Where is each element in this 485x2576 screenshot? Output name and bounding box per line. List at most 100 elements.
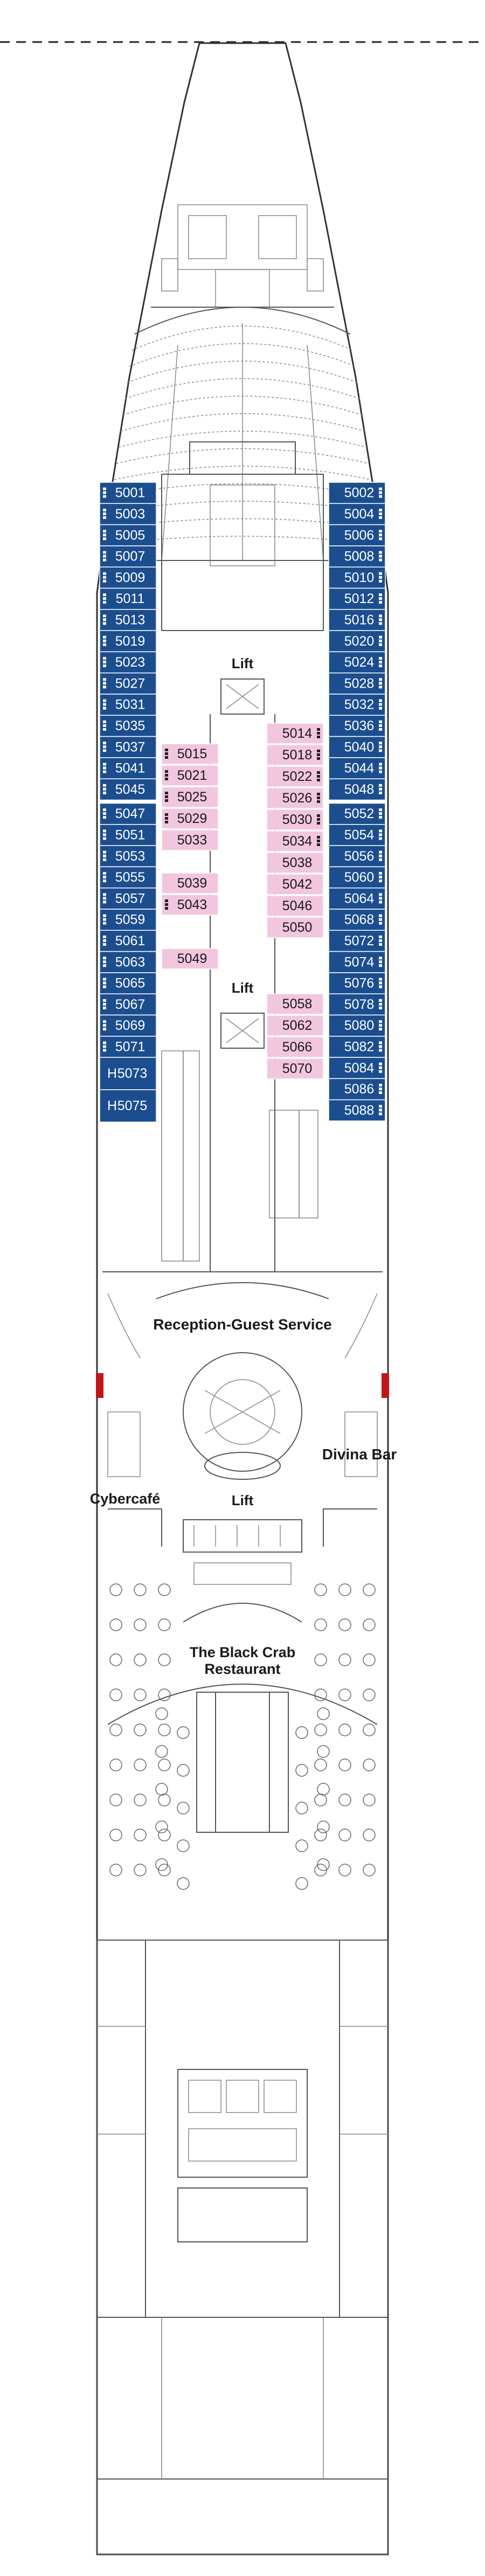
cabin-5014[interactable]: 5014 [266,723,324,744]
cabin-5084[interactable]: 5084 [328,1057,386,1079]
bed-icon [379,516,382,519]
cabin-5011[interactable]: 5011 [99,587,157,610]
cabin-5016[interactable]: 5016 [328,609,386,631]
cabin-5009[interactable]: 5009 [99,566,157,589]
cabin-5043[interactable]: 5043 [161,894,219,916]
cabin-5036[interactable]: 5036 [328,715,386,737]
cabin-5044[interactable]: 5044 [328,757,386,779]
cabin-box [99,694,157,716]
restaurant-table [295,1877,308,1890]
cabin-box [99,503,157,525]
cabin-box [99,524,157,546]
cabin-5069[interactable]: 5069 [99,1014,157,1037]
cabin-5015[interactable]: 5015 [161,743,219,765]
cabin-5086[interactable]: 5086 [328,1078,386,1100]
bed-icon [379,763,382,766]
cabin-5033[interactable]: 5033 [161,829,219,851]
bed-icon [379,1049,382,1052]
cabin-5045[interactable]: 5045 [99,778,157,801]
cabin-5059[interactable]: 5059 [99,909,157,931]
cabin-5020[interactable]: 5020 [328,630,386,653]
cabin-5058[interactable]: 5058 [266,993,324,1015]
cabin-5062[interactable]: 5062 [266,1015,324,1036]
cabin-5078[interactable]: 5078 [328,993,386,1016]
cabin-box [99,951,157,973]
cabin-5054[interactable]: 5054 [328,824,386,846]
cabin-5013[interactable]: 5013 [99,609,157,631]
cabin-5012[interactable]: 5012 [328,587,386,610]
cabin-5028[interactable]: 5028 [328,672,386,695]
cabin-5037[interactable]: 5037 [99,736,157,758]
cabin-5046[interactable]: 5046 [266,895,324,917]
cabin-5026[interactable]: 5026 [266,787,324,809]
cabin-5021[interactable]: 5021 [161,765,219,786]
cabin-5063[interactable]: 5063 [99,951,157,973]
cabin-5007[interactable]: 5007 [99,545,157,567]
cabin-5025[interactable]: 5025 [161,786,219,808]
cabin-5070[interactable]: 5070 [266,1058,324,1079]
bed-icon [379,837,382,840]
bed-icon [103,720,106,723]
cabin-5067[interactable]: 5067 [99,993,157,1016]
cabin-5002[interactable]: 5002 [328,482,386,504]
cabin-5074[interactable]: 5074 [328,951,386,973]
cabin-5032[interactable]: 5032 [328,694,386,716]
cabin-5055[interactable]: 5055 [99,866,157,889]
cabin-5019[interactable]: 5019 [99,630,157,653]
cabin-5057[interactable]: 5057 [99,887,157,910]
cabin-5051[interactable]: 5051 [99,824,157,846]
cabin-5001[interactable]: 5001 [99,482,157,504]
cabin-box [328,482,386,504]
cabin-5068[interactable]: 5068 [328,909,386,931]
cabin-5064[interactable]: 5064 [328,887,386,910]
cabin-5006[interactable]: 5006 [328,524,386,546]
cabin-5041[interactable]: 5041 [99,757,157,779]
cabin-5040[interactable]: 5040 [328,736,386,758]
cabin-5066[interactable]: 5066 [266,1036,324,1058]
cabin-5003[interactable]: 5003 [99,503,157,525]
cabin-5008[interactable]: 5008 [328,545,386,567]
cabin-5088[interactable]: 5088 [328,1099,386,1121]
cabin-5056[interactable]: 5056 [328,845,386,868]
cabin-box [266,993,324,1015]
cabin-5004[interactable]: 5004 [328,503,386,525]
cabin-5076[interactable]: 5076 [328,972,386,994]
bed-icon [103,784,106,787]
cabin-5048[interactable]: 5048 [328,778,386,801]
cabin-5042[interactable]: 5042 [266,874,324,895]
cabin-5005[interactable]: 5005 [99,524,157,546]
cabin-5022[interactable]: 5022 [266,766,324,787]
cabin-5038[interactable]: 5038 [266,852,324,874]
cabin-5061[interactable]: 5061 [99,930,157,952]
cabin-5027[interactable]: 5027 [99,672,157,695]
cabin-5030[interactable]: 5030 [266,809,324,830]
cabin-5080[interactable]: 5080 [328,1014,386,1037]
cabin-5072[interactable]: 5072 [328,930,386,952]
cabin-5034[interactable]: 5034 [266,830,324,852]
cabin-5047[interactable]: 5047 [99,802,157,825]
cabin-5018[interactable]: 5018 [266,744,324,766]
cabin-5023[interactable]: 5023 [99,651,157,674]
cabin-5035[interactable]: 5035 [99,715,157,737]
cabin-5029[interactable]: 5029 [161,808,219,829]
cabin-number: 5070 [282,1061,313,1076]
cabin-5050[interactable]: 5050 [266,917,324,938]
cabin-5010[interactable]: 5010 [328,566,386,589]
cabin-5065[interactable]: 5065 [99,972,157,994]
cabin-5049[interactable]: 5049 [161,948,219,970]
cabin-5024[interactable]: 5024 [328,651,386,674]
bed-icon [379,685,382,689]
cabin-5060[interactable]: 5060 [328,866,386,889]
cabin-5031[interactable]: 5031 [99,694,157,716]
cabin-number: 5066 [282,1040,313,1055]
cabin-5053[interactable]: 5053 [99,845,157,868]
cabin-number: 5037 [115,739,146,754]
cabin-5052[interactable]: 5052 [328,802,386,825]
cabin-5071[interactable]: 5071 [99,1036,157,1058]
cabin-number: 5024 [344,655,375,670]
cabin-5039[interactable]: 5039 [161,872,219,894]
cabin-5082[interactable]: 5082 [328,1036,386,1058]
bed-icon [103,657,106,660]
